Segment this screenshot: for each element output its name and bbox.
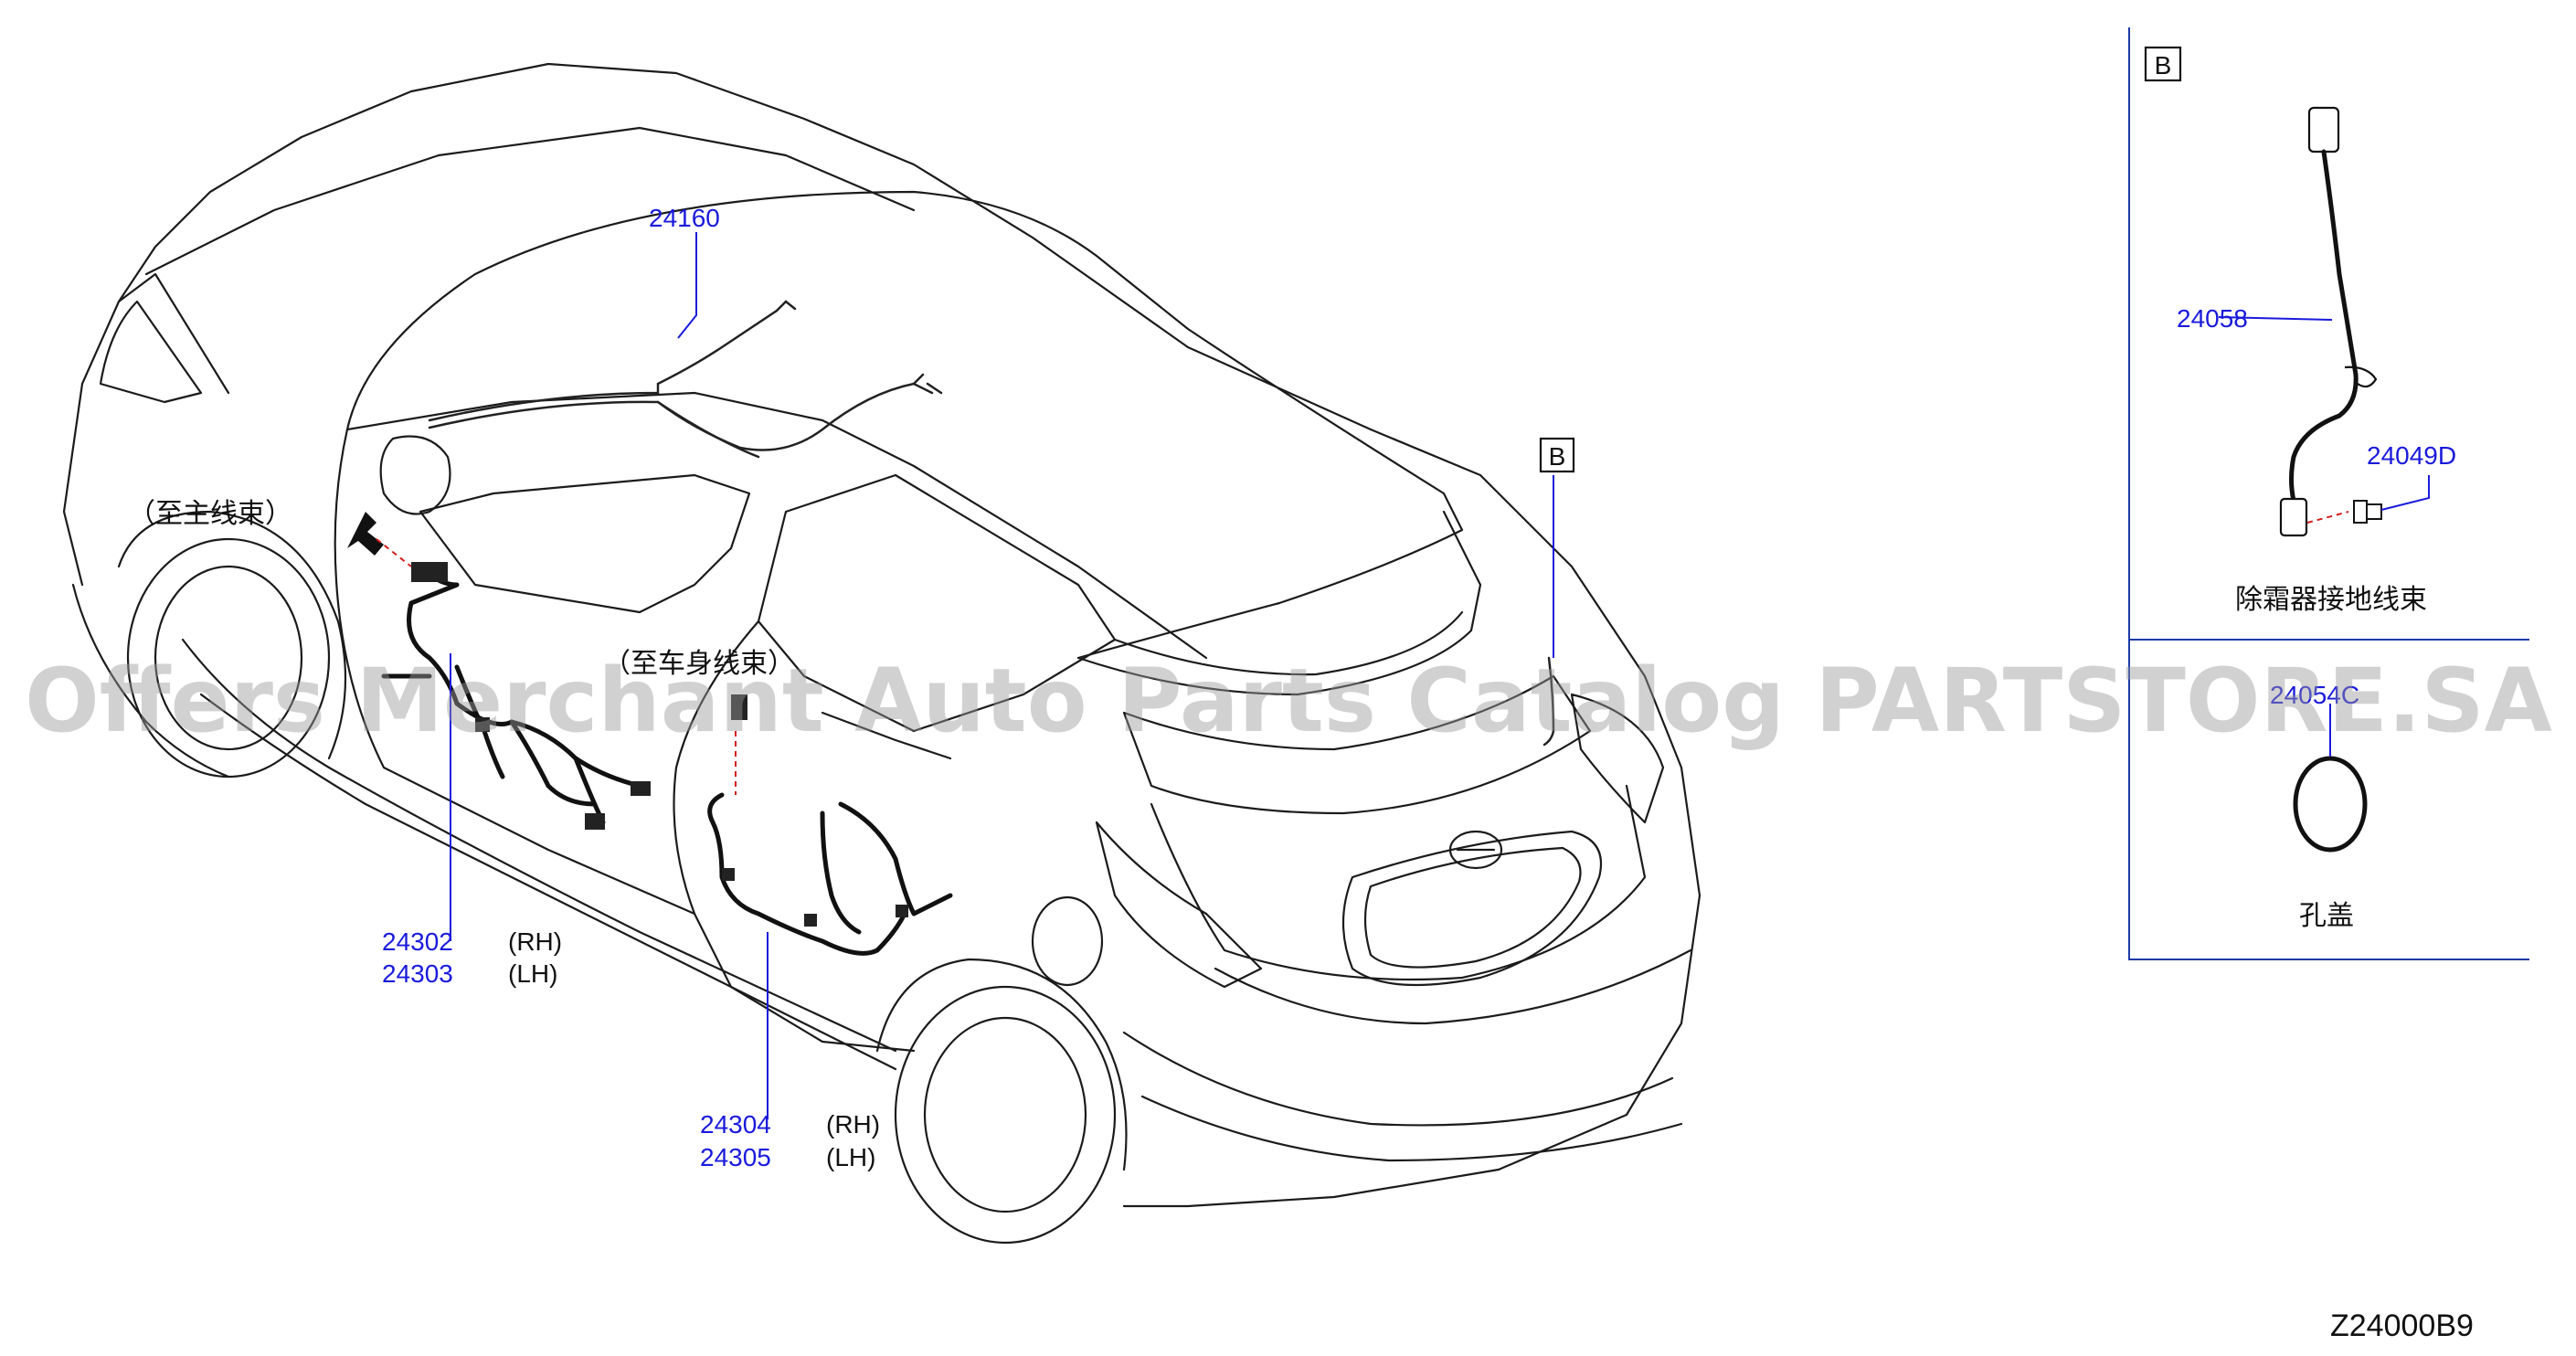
svg-text:B: B (2155, 51, 2172, 79)
rear-door-harness[interactable] (707, 694, 953, 956)
callout-24302[interactable]: 24302 (382, 927, 453, 956)
diagram-code: Z24000B9 (2330, 1308, 2474, 1343)
door-connector (411, 562, 448, 582)
callout-24049d[interactable]: 24049D (2367, 441, 2456, 470)
svg-text:B: B (1549, 442, 1566, 471)
grommet[interactable] (2293, 756, 2368, 853)
note-to-main-harness: （至主线束） (128, 498, 292, 530)
rear-hatch-harness[interactable] (1542, 656, 1555, 747)
callout-24054c[interactable]: 24054C (2270, 681, 2359, 709)
leader-24160 (677, 232, 697, 339)
car-body-outline (62, 62, 1701, 1245)
detail-panel (2128, 27, 2529, 960)
defogger-ground-name: 除霜器接地线束 (2235, 584, 2427, 616)
callout-24304[interactable]: 24304 (700, 1110, 771, 1139)
note-to-body-harness: （至车身线束） (603, 648, 795, 680)
callout-24160[interactable]: 24160 (649, 204, 720, 232)
leader-24049d (2380, 475, 2430, 511)
side-rh-front: (RH) (508, 927, 562, 956)
side-lh-rear: (LH) (826, 1143, 875, 1171)
leader-24058 (2218, 316, 2333, 321)
callout-24303[interactable]: 24303 (382, 959, 453, 988)
front-door-harness[interactable] (381, 562, 651, 830)
callout-24058[interactable]: 24058 (2177, 304, 2248, 333)
detail-marker-panel: B (2144, 46, 2182, 82)
watermark: Offers Merchant Auto Parts Catalog PARTS… (25, 650, 2552, 752)
defogger-ground-harness[interactable] (2279, 106, 2382, 537)
roof-harness[interactable] (428, 300, 943, 459)
side-rh-rear: (RH) (826, 1110, 880, 1139)
bolt-icon (2353, 500, 2382, 524)
callout-24305[interactable]: 24305 (700, 1143, 771, 1171)
side-lh-front: (LH) (508, 959, 557, 988)
grommet-name: 孔盖 (2299, 900, 2354, 932)
detail-marker-main: B (1539, 437, 1575, 473)
to-main-harness-arrow-icon (347, 512, 412, 567)
